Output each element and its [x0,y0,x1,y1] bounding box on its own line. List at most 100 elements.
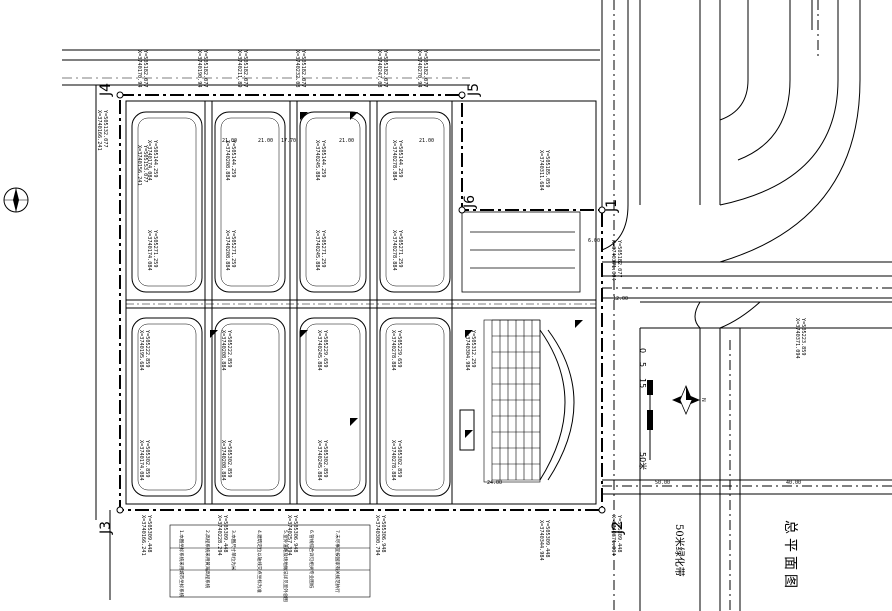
svg-text:X=3740371.094: X=3740371.094 [794,318,800,359]
road-label: 50米绿化带 [673,524,686,577]
svg-text:X=3740156.241: X=3740156.241 [136,145,142,186]
svg-text:X=3740190.94: X=3740190.94 [196,50,202,87]
hatch-marker [350,418,358,426]
dim-label: 17.70 [281,138,296,144]
svg-text:Y=505306.948: Y=505306.948 [292,515,298,552]
svg-text:X=3740278.884: X=3740278.884 [390,330,396,371]
svg-text:X=3740208.884: X=3740208.884 [220,440,226,481]
corner-label-j5: J5 [466,83,482,97]
svg-text:X=3740174.084: X=3740174.084 [146,140,152,181]
dim-label: 40.00 [786,480,801,486]
svg-text:Y=505132.077: Y=505132.077 [102,110,108,147]
building-block [299,317,367,497]
svg-text:X=3740270.94: X=3740270.94 [416,50,422,87]
curved-plaza [539,329,566,481]
parking-lot [461,211,581,293]
svg-text:Y=505182.077: Y=505182.077 [202,50,208,87]
corner-label-j4: J4 [98,83,114,97]
svg-text:Y=505182.077: Y=505182.077 [382,50,388,87]
hatch-marker [465,330,473,338]
svg-text:X=3740257.394: X=3740257.394 [286,515,292,556]
svg-text:X=3740245.884: X=3740245.884 [316,330,322,371]
hatch-marker [300,112,308,120]
svg-text:X=3740208.884: X=3740208.884 [224,140,230,181]
svg-text:X=3740245.884: X=3740245.884 [314,230,320,271]
building-block [214,111,286,293]
svg-text:Y=505302.859: Y=505302.859 [144,440,150,477]
building-block-inner [137,117,197,287]
road-network [601,0,892,611]
svg-text:X=3740208.884: X=3740208.884 [224,230,230,271]
note-line: 4.建筑定位以轴线交点坐标为准 [256,530,263,593]
svg-text:X=3740245.884: X=3740245.884 [314,140,320,181]
svg-text:Y=505144.259: Y=505144.259 [397,140,403,177]
svg-text:X=3740304.984: X=3740304.984 [464,330,470,371]
note-line: 1.本图坐标系统采用城市坐标系统 [178,530,185,598]
notes-lines: 1.本图坐标系统采用城市坐标系统 2.高程系统采用黄海高程系统 3.本图尺寸单位为米… [178,530,341,602]
note-line: 3.本图尺寸单位为米 [230,530,237,571]
hatch-marker [465,430,473,438]
svg-text:X=3740278.884: X=3740278.884 [390,440,396,481]
svg-text:Y=505312.259: Y=505312.259 [470,330,476,367]
svg-text:X=3740211.89: X=3740211.89 [236,50,242,87]
building-block [131,111,203,293]
svg-text:X=3740278.884: X=3740278.884 [391,140,397,181]
building-block [379,317,451,497]
svg-text:Y=505309.448: Y=505309.448 [544,520,550,557]
svg-text:Y=505222.859: Y=505222.859 [226,330,232,367]
svg-text:Y=505185.059: Y=505185.059 [544,150,550,187]
corner-label-j6: J6 [462,195,478,209]
svg-text:X=3740232.08: X=3740232.08 [294,50,300,87]
curved-plaza-outer [547,329,575,481]
svg-text:Y=505306.948: Y=505306.948 [380,515,386,552]
building-block-inner [137,323,197,491]
svg-text:X=3740245.884: X=3740245.884 [316,440,322,481]
svg-text:X=3740371.094: X=3740371.094 [610,240,616,281]
svg-text:Y=505302.859: Y=505302.859 [226,440,232,477]
building-blocks [131,111,451,497]
svg-text:Y=505144.259: Y=505144.259 [320,140,326,177]
hatch-marker [350,112,358,120]
svg-text:X=3740170.94: X=3740170.94 [136,50,142,87]
building-block-inner [220,117,280,287]
dim-label: 21.00 [339,138,354,144]
dim-label: 50.00 [655,480,670,486]
svg-text:Y=505271.259: Y=505271.259 [397,230,403,267]
note-line: 2.高程系统采用黄海高程系统 [204,530,211,589]
svg-text:X=3740208.884: X=3740208.884 [220,330,226,371]
building-block [379,111,451,293]
dim-label: 6.00 [588,238,600,244]
scale-tick-0: 0 [638,348,647,353]
svg-text:Y=505153.077: Y=505153.077 [142,145,148,182]
svg-text:X=3740166.241: X=3740166.241 [140,515,146,556]
svg-text:Y=505223.859: Y=505223.859 [800,318,806,355]
svg-text:X=3740195.684: X=3740195.684 [138,330,144,371]
svg-text:Y=505229.659: Y=505229.659 [396,330,402,367]
corner-label-j1: J1 [604,199,620,213]
building-block-inner [220,323,280,491]
svg-text:Y=505271.259: Y=505271.259 [320,230,326,267]
svg-text:Y=505222.859: Y=505222.859 [144,330,150,367]
